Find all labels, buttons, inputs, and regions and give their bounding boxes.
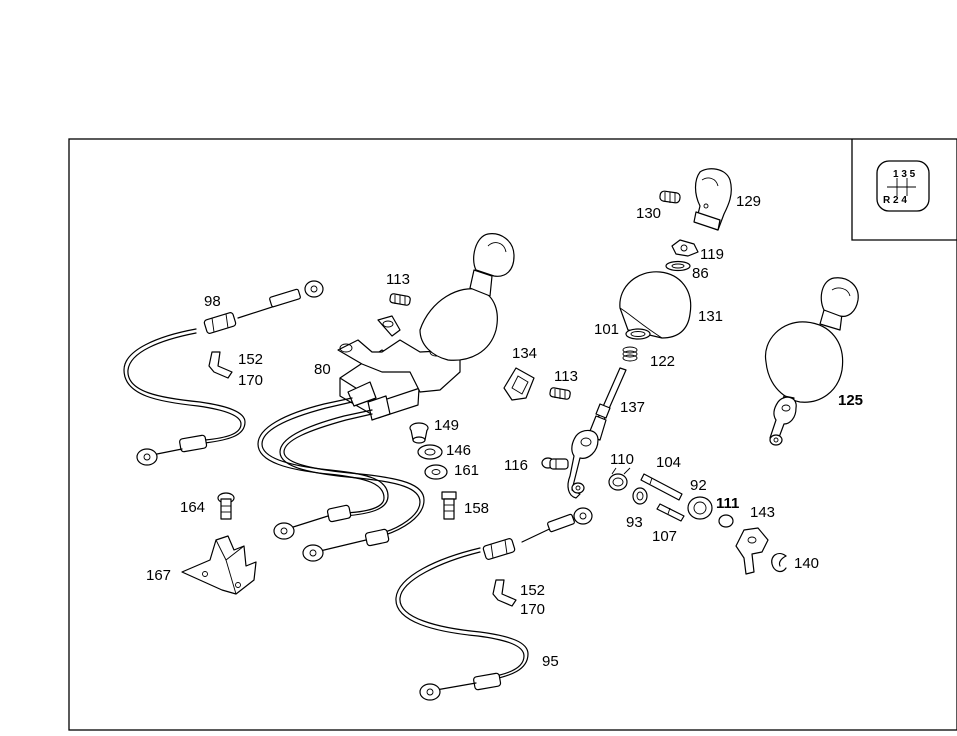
label-130: 130 [636, 205, 661, 222]
bracket-167 [181, 535, 257, 595]
spring-110 [608, 467, 631, 491]
lever-143 [735, 527, 769, 575]
label-152-upper: 152 [238, 351, 263, 368]
shift-pattern-inset: 1 3 5 R 2 4 [851, 139, 957, 241]
label-167: 167 [146, 567, 171, 584]
shifter-housing-80 [337, 233, 515, 421]
boot-131 [619, 271, 692, 339]
bolt-164 [217, 492, 235, 520]
label-113-right: 113 [554, 368, 578, 385]
label-107: 107 [652, 528, 677, 545]
ring-101 [625, 328, 651, 340]
label-134: 134 [512, 345, 537, 362]
label-92: 92 [690, 477, 707, 494]
pin-116 [541, 457, 569, 470]
part-labels: 98 152 170 80 113 149 146 161 158 164 16… [146, 193, 863, 670]
spring-122 [622, 346, 638, 362]
label-129: 129 [736, 193, 761, 210]
cable-95 [395, 507, 593, 701]
washer-146 [417, 444, 443, 460]
label-113-left: 113 [386, 271, 410, 288]
lever-137 [567, 367, 627, 499]
label-80: 80 [314, 361, 331, 378]
diagram-frame [68, 138, 957, 731]
circlip-140 [771, 552, 787, 573]
label-137: 137 [620, 399, 645, 416]
label-131: 131 [698, 308, 723, 325]
shift-pattern-top: 1 3 5 [893, 169, 916, 180]
washer-93 [632, 487, 648, 505]
label-170-upper: 170 [238, 372, 263, 389]
clip-152-170-lower [492, 579, 517, 607]
bolt-113-right [549, 387, 571, 400]
cable-80-lower [257, 397, 425, 562]
ring-86 [665, 260, 691, 272]
label-164: 164 [180, 499, 205, 516]
label-158: 158 [464, 500, 489, 517]
bushing-149 [409, 422, 429, 444]
label-93: 93 [626, 514, 643, 531]
knob-129 [693, 168, 732, 231]
screw-158 [441, 491, 457, 520]
pin-107 [656, 503, 685, 522]
pin-104 [640, 473, 683, 501]
lever-assembly-125 [764, 277, 859, 446]
label-101: 101 [594, 321, 619, 338]
label-152-lower: 152 [520, 582, 545, 599]
label-149: 149 [434, 417, 459, 434]
label-140: 140 [794, 555, 819, 572]
label-146: 146 [446, 442, 471, 459]
label-125: 125 [838, 392, 863, 409]
label-119: 119 [700, 246, 724, 263]
washer-161 [424, 464, 448, 480]
label-170-lower: 170 [520, 601, 545, 618]
clip-119 [671, 239, 699, 257]
ball-111 [718, 514, 734, 528]
guide-134 [503, 367, 535, 401]
label-111: 111 [716, 495, 739, 512]
label-116: 116 [504, 457, 528, 474]
label-122: 122 [650, 353, 675, 370]
label-143: 143 [750, 504, 775, 521]
label-161: 161 [454, 462, 479, 479]
label-95: 95 [542, 653, 559, 670]
spring-130 [659, 190, 681, 204]
label-110: 110 [610, 451, 634, 468]
label-104: 104 [656, 454, 681, 471]
bushing-92 [687, 496, 713, 520]
bolt-113-left [389, 293, 411, 306]
cable-98 [123, 280, 324, 466]
clip-152-170-upper [208, 351, 233, 379]
shift-pattern-bottom: R 2 4 [883, 195, 907, 206]
label-98: 98 [204, 293, 221, 310]
label-86: 86 [692, 265, 709, 282]
